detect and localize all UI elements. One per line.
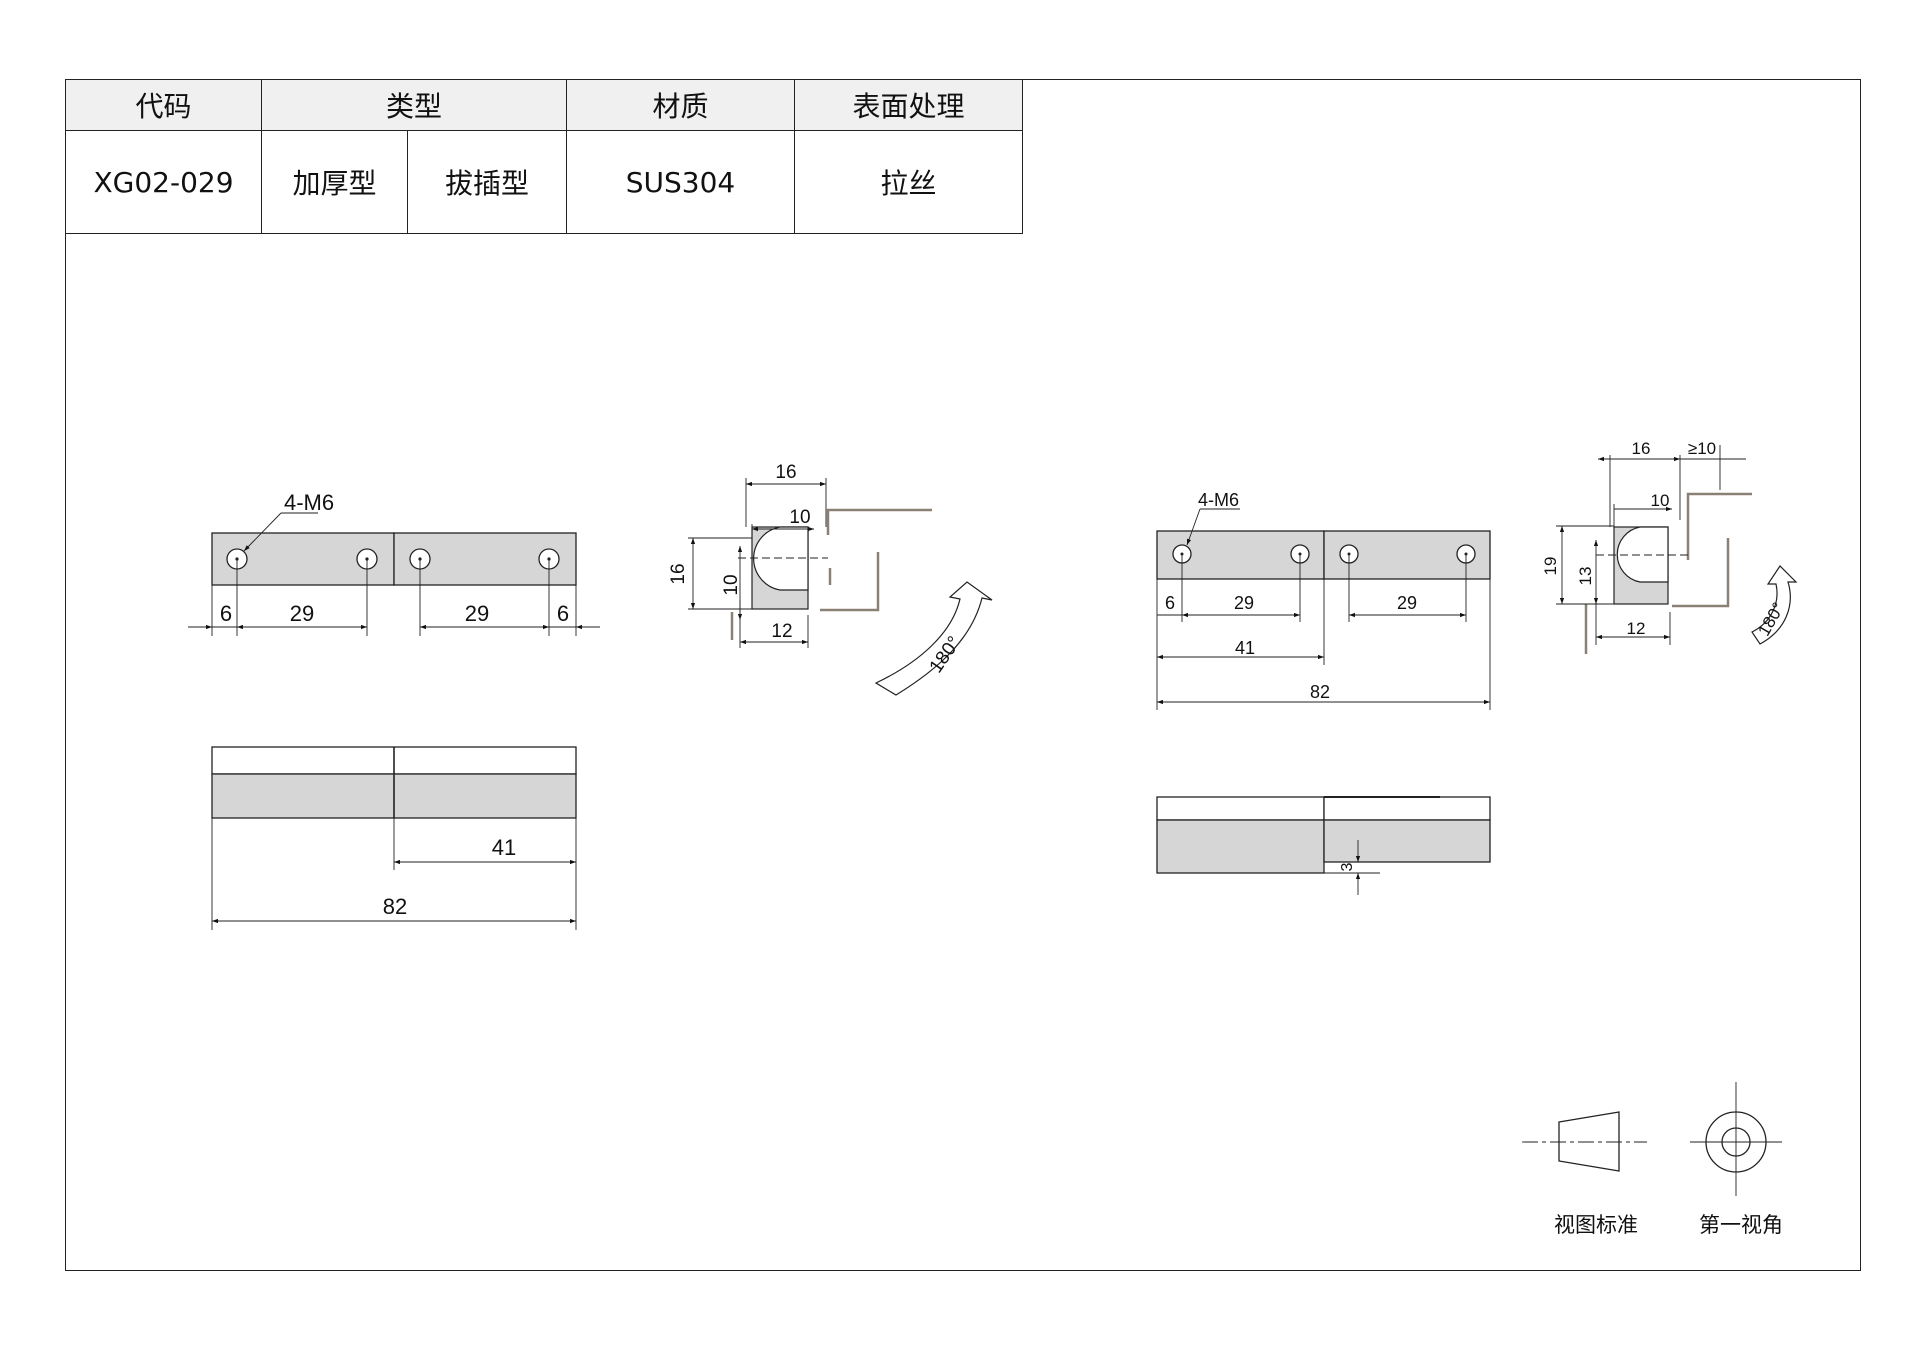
legend-view-standard: 视图标准 (1554, 1214, 1638, 1237)
right-front-view (1156, 508, 1491, 710)
left-side-dim-inner-v: 10 (721, 574, 742, 595)
right-top-view (1156, 796, 1491, 895)
header-material: 材质 (566, 79, 795, 131)
legend-first-angle: 第一视角 (1699, 1214, 1783, 1237)
right-dim-total: 82 (1310, 682, 1330, 702)
header-type: 类型 (261, 79, 567, 131)
right-dim-half: 41 (1235, 638, 1255, 658)
right-side-dim-top: 16 (1632, 439, 1651, 458)
left-dim-edge-right: 6 (557, 601, 569, 626)
projection-symbol-circles (1690, 1082, 1782, 1196)
right-side-view (1556, 445, 1798, 654)
left-front-labels: 4-M6 6 29 29 6 (220, 490, 569, 626)
right-hole-label: 4-M6 (1198, 490, 1239, 510)
left-side-dim-height: 16 (668, 563, 689, 584)
left-hole-label: 4-M6 (284, 490, 334, 515)
left-side-view (688, 478, 993, 696)
right-dim-span-right: 29 (1397, 593, 1417, 613)
right-dim-thickness: 3 (1339, 862, 1356, 871)
right-dim-span-left: 29 (1234, 593, 1254, 613)
right-side-dim-inner: 10 (1651, 491, 1670, 510)
projection-symbol-frustum (1522, 1111, 1647, 1172)
left-side-dim-bottom: 12 (771, 621, 792, 642)
spec-table: 代码 类型 材质 表面处理 XG02-029 加厚型 拔插型 SUS304 拉丝 (65, 79, 1023, 234)
right-side-dim-bottom: 12 (1627, 619, 1646, 638)
right-side-dim-inner-v: 13 (1576, 567, 1595, 586)
left-side-dim-inner: 10 (789, 507, 810, 528)
value-type-pluggable: 拔插型 (407, 130, 567, 234)
value-finish: 拉丝 (794, 130, 1023, 234)
right-front-labels: 4-M6 6 29 29 41 82 (1165, 490, 1417, 702)
left-dim-half: 41 (492, 835, 516, 860)
value-material: SUS304 (566, 130, 795, 234)
left-top-view (211, 746, 577, 930)
right-dim-edge: 6 (1165, 593, 1175, 613)
left-side-dim-top: 16 (775, 462, 796, 483)
left-dim-edge-left: 6 (220, 601, 232, 626)
left-dim-total: 82 (383, 894, 407, 919)
left-dim-span-right: 29 (465, 601, 489, 626)
right-side-dim-gap: ≥10 (1688, 439, 1716, 458)
left-dim-span-left: 29 (290, 601, 314, 626)
value-code: XG02-029 (65, 130, 262, 234)
left-front-view (188, 512, 600, 636)
header-finish: 表面处理 (794, 79, 1023, 131)
right-side-dim-height: 19 (1541, 557, 1560, 576)
